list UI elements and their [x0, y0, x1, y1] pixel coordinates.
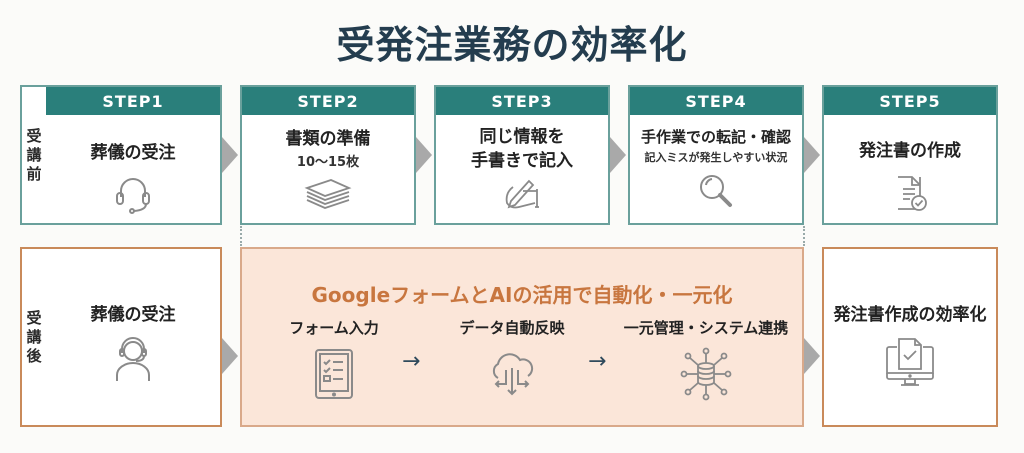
- after-step-efficiency-card: 発注書作成の効率化: [822, 247, 998, 427]
- cloud-sync-icon: [492, 353, 534, 396]
- highlight-item-label: データ自動反映: [459, 319, 565, 337]
- document-check-icon: [898, 176, 927, 211]
- handwriting-icon: [505, 179, 539, 209]
- automation-highlight-panel: GoogleフォームとAIの活用で自動化・一元化 フォーム入力 → データ自動反…: [240, 247, 804, 427]
- step-title: 発注書の作成: [859, 141, 961, 161]
- step-3-card: STEP3 同じ情報を 手書きで記入: [434, 85, 610, 225]
- dotted-connector: [803, 226, 805, 246]
- document-stack-icon: [304, 179, 352, 209]
- highlight-item-label: 一元管理・システム連携: [623, 319, 789, 337]
- row-label-char: 後: [26, 346, 42, 365]
- step-title: 手作業での転記・確認: [640, 128, 791, 146]
- step-title: 葬儀の受注: [90, 305, 176, 325]
- highlight-item-form-input: フォーム入力: [254, 317, 414, 400]
- step-title-line2: 手書きで記入: [471, 151, 573, 171]
- chevron-right-icon: [222, 338, 238, 374]
- step-subtitle: 10〜15枚: [296, 155, 360, 170]
- database-network-icon: [680, 347, 732, 401]
- row-label-after: 受 講 後: [20, 247, 48, 427]
- step-4-card: STEP4 手作業での転記・確認 記入ミスが発生しやすい状況: [628, 85, 804, 225]
- chevron-right-icon: [416, 137, 432, 173]
- step-title: 葬儀の受注: [90, 143, 176, 163]
- row-label-before: 受 講 前: [20, 85, 48, 225]
- row-label-char: 講: [26, 145, 42, 164]
- step-title: 発注書作成の効率化: [833, 305, 987, 325]
- monitor-document-check-icon: [886, 338, 934, 386]
- step-subtitle: 記入ミスが発生しやすい状況: [644, 151, 788, 164]
- headset-icon: [116, 178, 150, 214]
- row-label-char: 受: [26, 126, 42, 145]
- step-1-card: STEP1 葬儀の受注: [46, 85, 222, 225]
- step-5-card: STEP5 発注書の作成: [822, 85, 998, 225]
- chevron-right-icon: [222, 137, 238, 173]
- chevron-right-icon: [610, 137, 626, 173]
- highlight-item-data-sync: データ自動反映: [432, 317, 592, 400]
- tablet-form-icon: [315, 349, 353, 399]
- chevron-right-icon: [804, 338, 820, 374]
- flow-arrow-icon: →: [588, 349, 607, 374]
- row-label-char: 前: [26, 164, 42, 183]
- page-title: 受発注業務の効率化: [336, 23, 688, 67]
- step-header: STEP3: [436, 87, 608, 115]
- step-header: STEP2: [242, 87, 414, 115]
- row-label-char: 受: [26, 308, 42, 327]
- highlight-item-integration: 一元管理・システム連携: [616, 317, 796, 402]
- highlight-title: GoogleフォームとAIの活用で自動化・一元化: [311, 283, 733, 307]
- highlight-item-label: フォーム入力: [289, 319, 379, 337]
- step-title-line1: 同じ情報を: [479, 127, 565, 147]
- dotted-connector: [240, 226, 242, 246]
- chevron-right-icon: [804, 137, 820, 173]
- flow-arrow-icon: →: [402, 349, 421, 374]
- step-header: STEP5: [824, 87, 996, 115]
- operator-icon: [116, 337, 150, 381]
- after-step-order-card: 葬儀の受注: [46, 247, 222, 427]
- magnifier-icon: [700, 175, 732, 207]
- step-header: STEP1: [46, 87, 220, 115]
- step-header: STEP4: [630, 87, 802, 115]
- row-label-char: 講: [26, 327, 42, 346]
- step-title: 書類の準備: [285, 129, 371, 149]
- step-2-card: STEP2 書類の準備 10〜15枚: [240, 85, 416, 225]
